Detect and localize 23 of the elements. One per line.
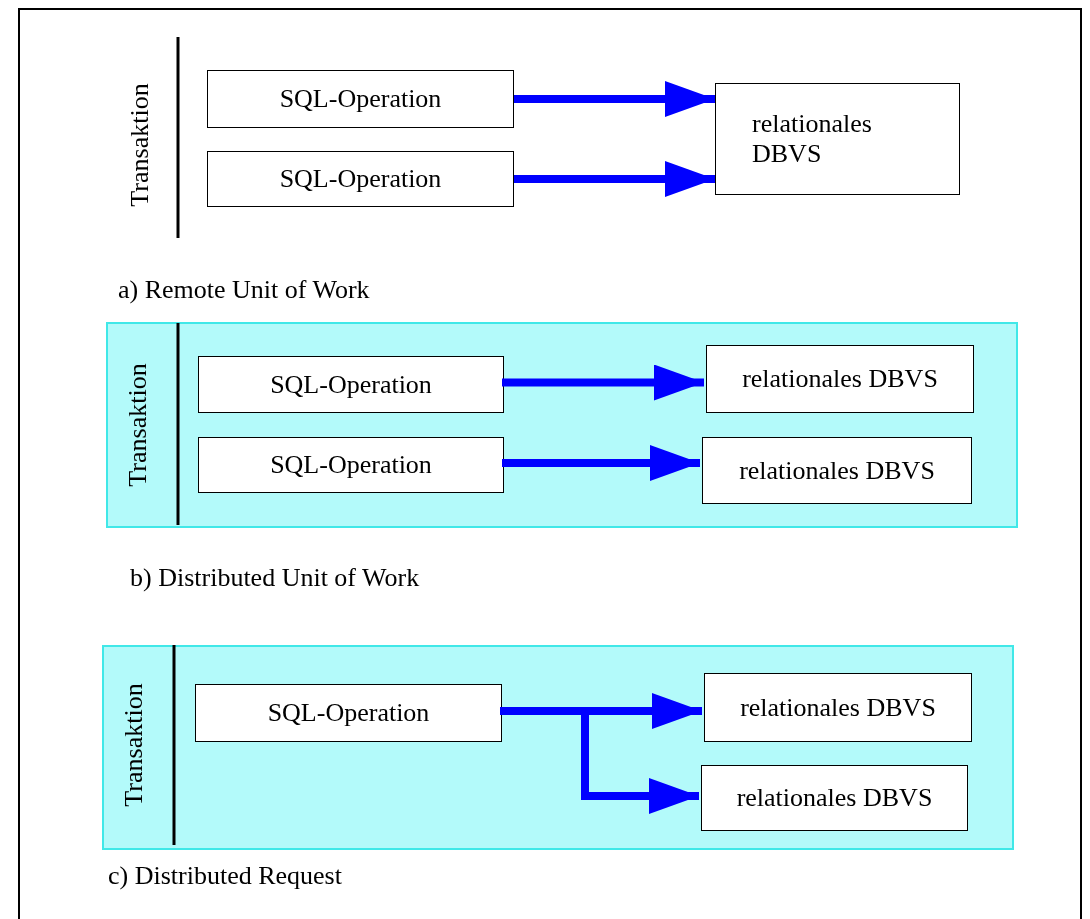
- arrow: [514, 161, 715, 197]
- process-box: relationales DBVS: [702, 437, 972, 504]
- process-box: relationales DBVS: [701, 765, 968, 831]
- vertical-label: Transaktion: [123, 363, 153, 487]
- process-box: relationales DBVS: [704, 673, 972, 742]
- process-box: SQL-Operation: [207, 151, 514, 207]
- process-box: SQL-Operation: [198, 356, 504, 413]
- vertical-label: Transaktion: [125, 83, 155, 207]
- vertical-label: Transaktion: [119, 683, 149, 807]
- section-caption: c) Distributed Request: [108, 861, 342, 891]
- process-box: SQL-Operation: [195, 684, 502, 742]
- arrow: [500, 707, 699, 814]
- process-box: relationales DBVS: [706, 345, 974, 413]
- arrow: [502, 364, 704, 401]
- panel-background: [106, 322, 1018, 528]
- process-box: SQL-Operation: [207, 70, 514, 128]
- process-box: SQL-Operation: [198, 437, 504, 493]
- arrow: [514, 81, 715, 117]
- process-box: relationales DBVS: [715, 83, 960, 195]
- arrow: [502, 445, 700, 481]
- section-caption: b) Distributed Unit of Work: [130, 563, 420, 593]
- section-caption: a) Remote Unit of Work: [118, 275, 370, 305]
- panel-background: [102, 645, 1014, 850]
